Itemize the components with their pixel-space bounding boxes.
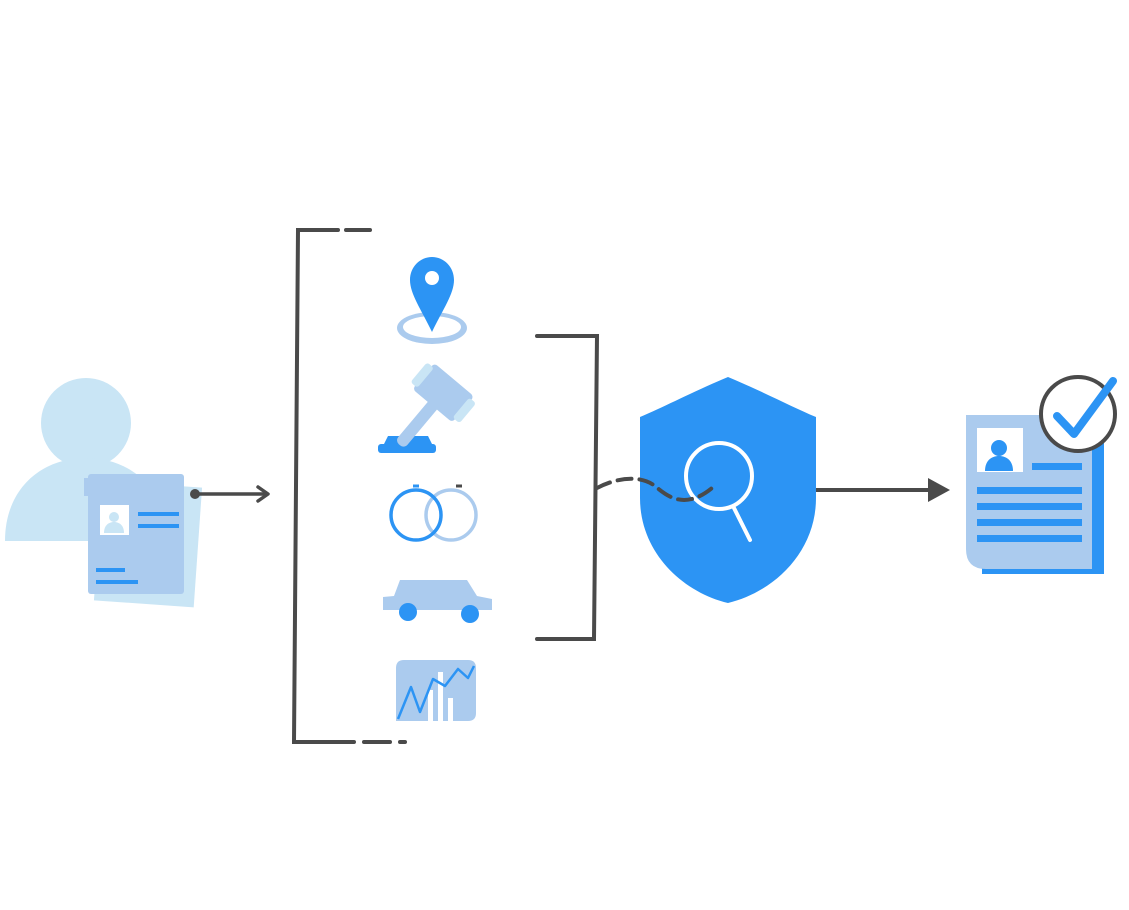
location-pin-icon <box>397 257 467 344</box>
arrow-to-checks <box>190 485 270 503</box>
result-line <box>977 487 1082 494</box>
car-icon <box>383 580 492 623</box>
result-line <box>977 535 1082 542</box>
document-front-sheet <box>88 474 184 594</box>
document-tab <box>84 478 96 496</box>
checks-bracket-left <box>291 228 407 744</box>
chart-icon <box>396 660 476 721</box>
verified-document-icon <box>966 375 1117 574</box>
result-line <box>1032 463 1082 470</box>
shield-search-icon <box>640 377 816 603</box>
magnifier-lens <box>684 441 754 511</box>
document-line <box>96 580 138 584</box>
document-form-icon <box>84 474 203 608</box>
applicant-group <box>5 378 203 608</box>
document-photo-head <box>109 512 119 522</box>
document-line <box>138 524 179 528</box>
result-photo-body <box>985 456 1013 471</box>
result-photo-head <box>991 440 1007 456</box>
rings-icon <box>389 484 478 542</box>
arrow-to-result <box>816 478 950 502</box>
document-line <box>96 568 125 572</box>
result-line <box>977 519 1082 526</box>
checkmark-badge-icon <box>1039 375 1117 453</box>
magnifier-handle <box>732 506 752 542</box>
gavel-icon <box>378 363 475 453</box>
checks-bracket-right <box>535 334 600 641</box>
user-head <box>41 378 131 468</box>
dashed-connector <box>595 476 714 502</box>
document-line <box>138 512 179 516</box>
result-line <box>977 503 1082 510</box>
document-photo-body <box>104 522 124 533</box>
